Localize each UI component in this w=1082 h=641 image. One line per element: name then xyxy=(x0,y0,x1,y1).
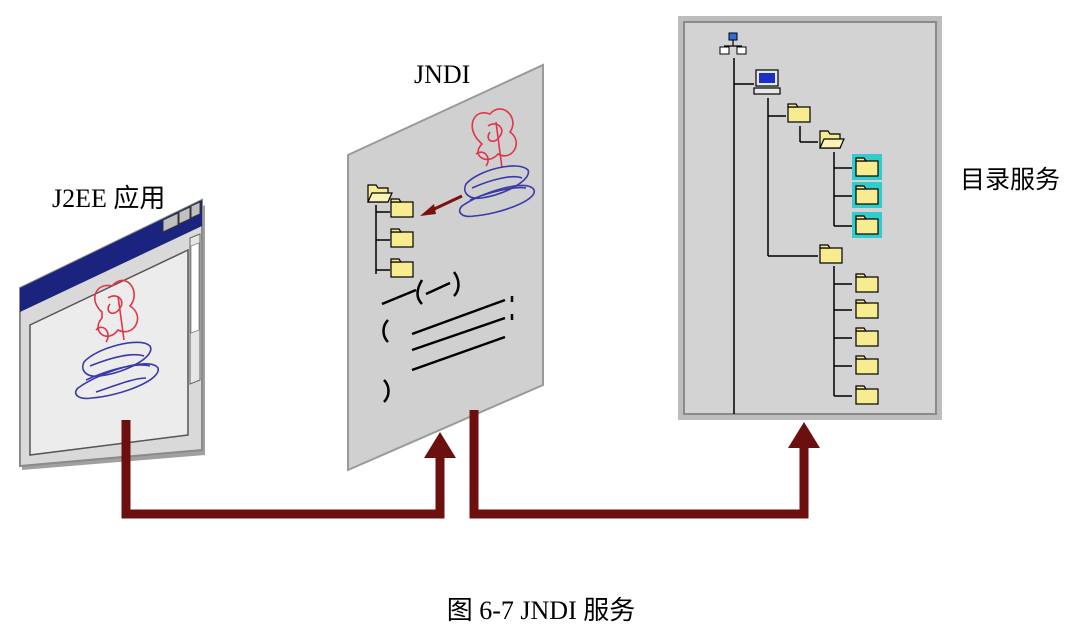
directory-panel xyxy=(678,16,942,420)
folder-icon xyxy=(390,198,414,218)
app-window xyxy=(19,198,205,470)
folder-icon xyxy=(819,244,843,264)
window-control-icon xyxy=(162,201,201,233)
arrow-jndi-to-directory xyxy=(469,410,809,519)
coffee-cup-icon xyxy=(74,279,159,400)
figure-caption: 图 6-7 JNDI 服务 xyxy=(446,596,636,625)
app-label: J2EE 应用 xyxy=(52,184,166,213)
arrowhead-jndi xyxy=(424,432,456,458)
folder-icon xyxy=(855,299,879,319)
directory-tree-lines xyxy=(733,58,852,414)
folder-icon xyxy=(390,258,414,278)
app-window-titlebar xyxy=(20,200,202,312)
highlighted-folders xyxy=(852,154,882,238)
window-scrollbar xyxy=(189,233,201,385)
jndi-folder-tree xyxy=(367,184,414,278)
jndi-label: JNDI xyxy=(414,60,471,89)
folder-icon xyxy=(855,273,879,293)
folder-icon xyxy=(819,130,845,149)
lookup-arrow xyxy=(420,194,463,216)
folder-icon xyxy=(855,185,879,205)
folder-icon xyxy=(855,157,879,177)
folder-icon xyxy=(390,228,414,248)
network-root-icon xyxy=(719,32,747,55)
jndi-panel xyxy=(347,63,544,472)
folder-icon xyxy=(855,385,879,405)
folder-icon xyxy=(855,355,879,375)
folder-icon xyxy=(855,215,879,235)
folder-icon xyxy=(787,103,811,123)
folder-icon xyxy=(855,327,879,347)
code-lines xyxy=(381,271,514,403)
folder-icon xyxy=(367,184,393,203)
coffee-cup-icon xyxy=(458,108,535,218)
arrowhead-directory xyxy=(788,422,820,448)
computer-icon xyxy=(753,69,781,95)
directory-service-label: 目录服务 xyxy=(960,165,1061,194)
arrow-app-to-jndi xyxy=(121,420,445,519)
